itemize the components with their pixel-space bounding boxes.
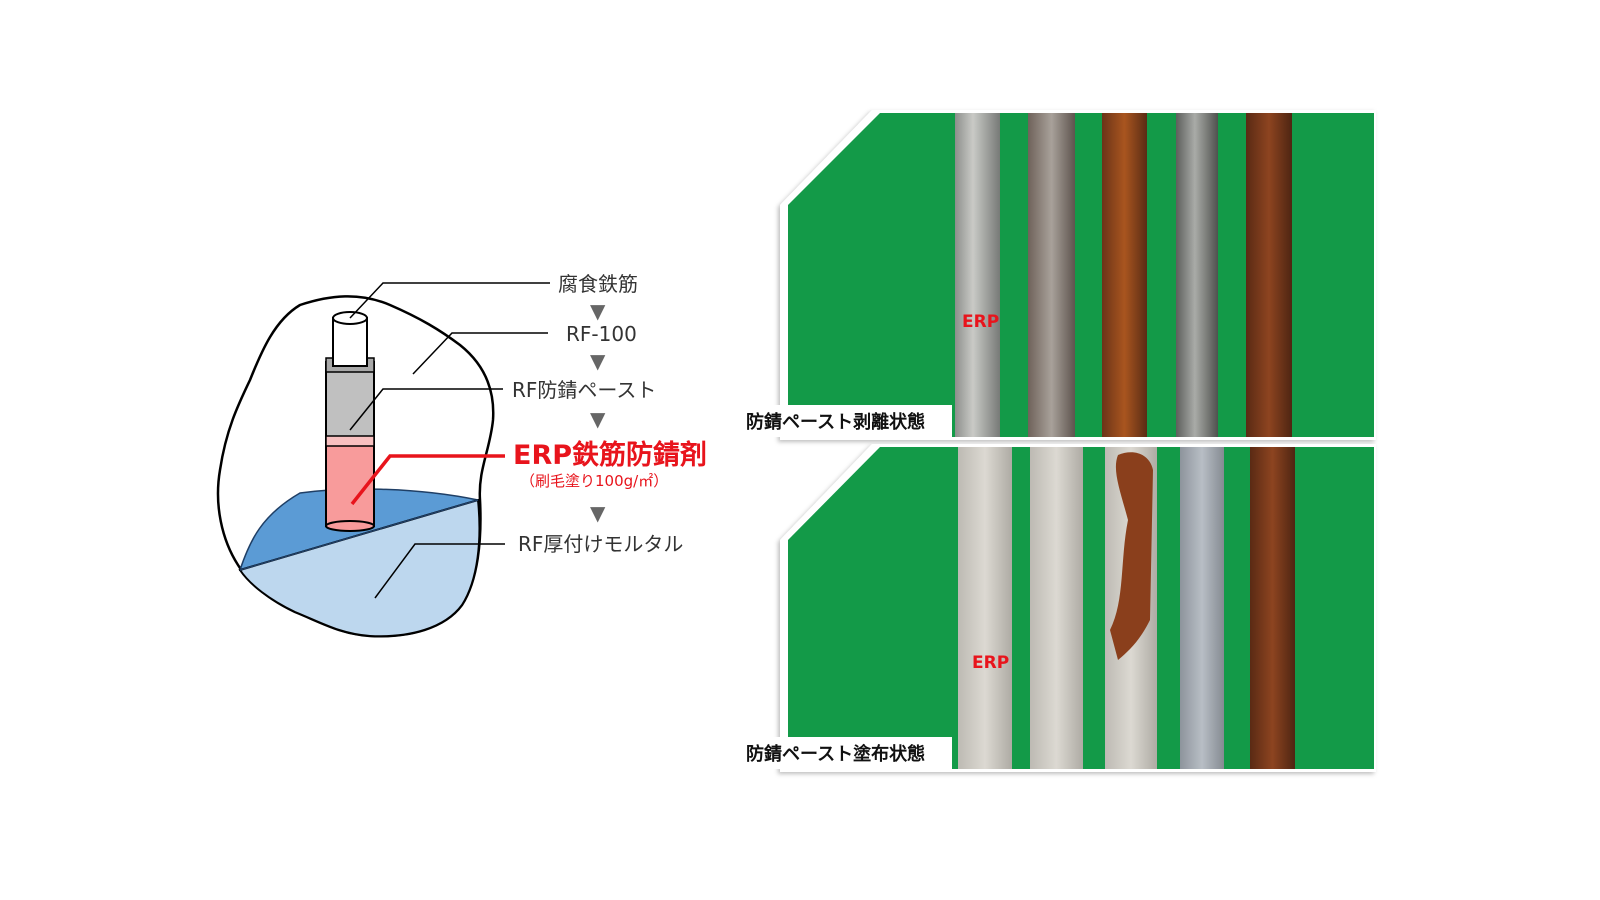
layer-label-corroded-rebar: 腐食鉄筋: [558, 272, 638, 296]
leader-line-erp: [350, 454, 505, 506]
rebar: [1028, 113, 1075, 437]
rebar: [1180, 447, 1224, 769]
leader-line: [374, 543, 505, 599]
rebar-cylinder: [325, 311, 375, 532]
rod-tag-erp: ERP: [962, 312, 999, 332]
arrow-down-icon: ▼: [590, 501, 606, 525]
leader-line: [412, 332, 548, 375]
arrow-down-icon: ▼: [590, 407, 606, 431]
layer-label-mortar: RF厚付けモルタル: [518, 532, 683, 556]
arrow-down-icon: ▼: [590, 299, 606, 323]
photo-paste-removed: ERP 防錆ペースト剥離状態: [740, 110, 1376, 440]
rebar-erp: [958, 447, 1012, 769]
photo-caption: 防錆ペースト塗布状態: [746, 743, 925, 765]
leader-line: [349, 282, 550, 319]
arrow-down-icon: ▼: [590, 349, 606, 373]
layer-label-rf-paste: RF防錆ペースト: [512, 378, 656, 402]
rod-tag-erp: ERP: [972, 653, 1009, 673]
rebar: [1102, 113, 1147, 437]
rebar-repair-diagram: 腐食鉄筋 ▼ RF-100 ▼ RF防錆ペースト ▼ ERP鉄筋防錆剤 （刷毛塗…: [216, 272, 707, 638]
rebar: [1246, 113, 1292, 437]
rebar: [1176, 113, 1218, 437]
leader-line: [349, 388, 503, 431]
layer-label-erp: ERP鉄筋防錆剤: [513, 439, 707, 471]
layer-note-erp: （刷毛塗り100g/㎡）: [520, 472, 668, 490]
layer-label-rf100: RF-100: [566, 322, 637, 346]
rebar-erp: [955, 113, 1000, 437]
rebar: [1250, 447, 1295, 769]
photo-paste-applied: ERP 防錆ペースト塗布状態: [740, 444, 1376, 772]
rebar: [1030, 447, 1083, 769]
mortar-section: [238, 498, 481, 638]
photo-caption: 防錆ペースト剥離状態: [746, 411, 925, 433]
